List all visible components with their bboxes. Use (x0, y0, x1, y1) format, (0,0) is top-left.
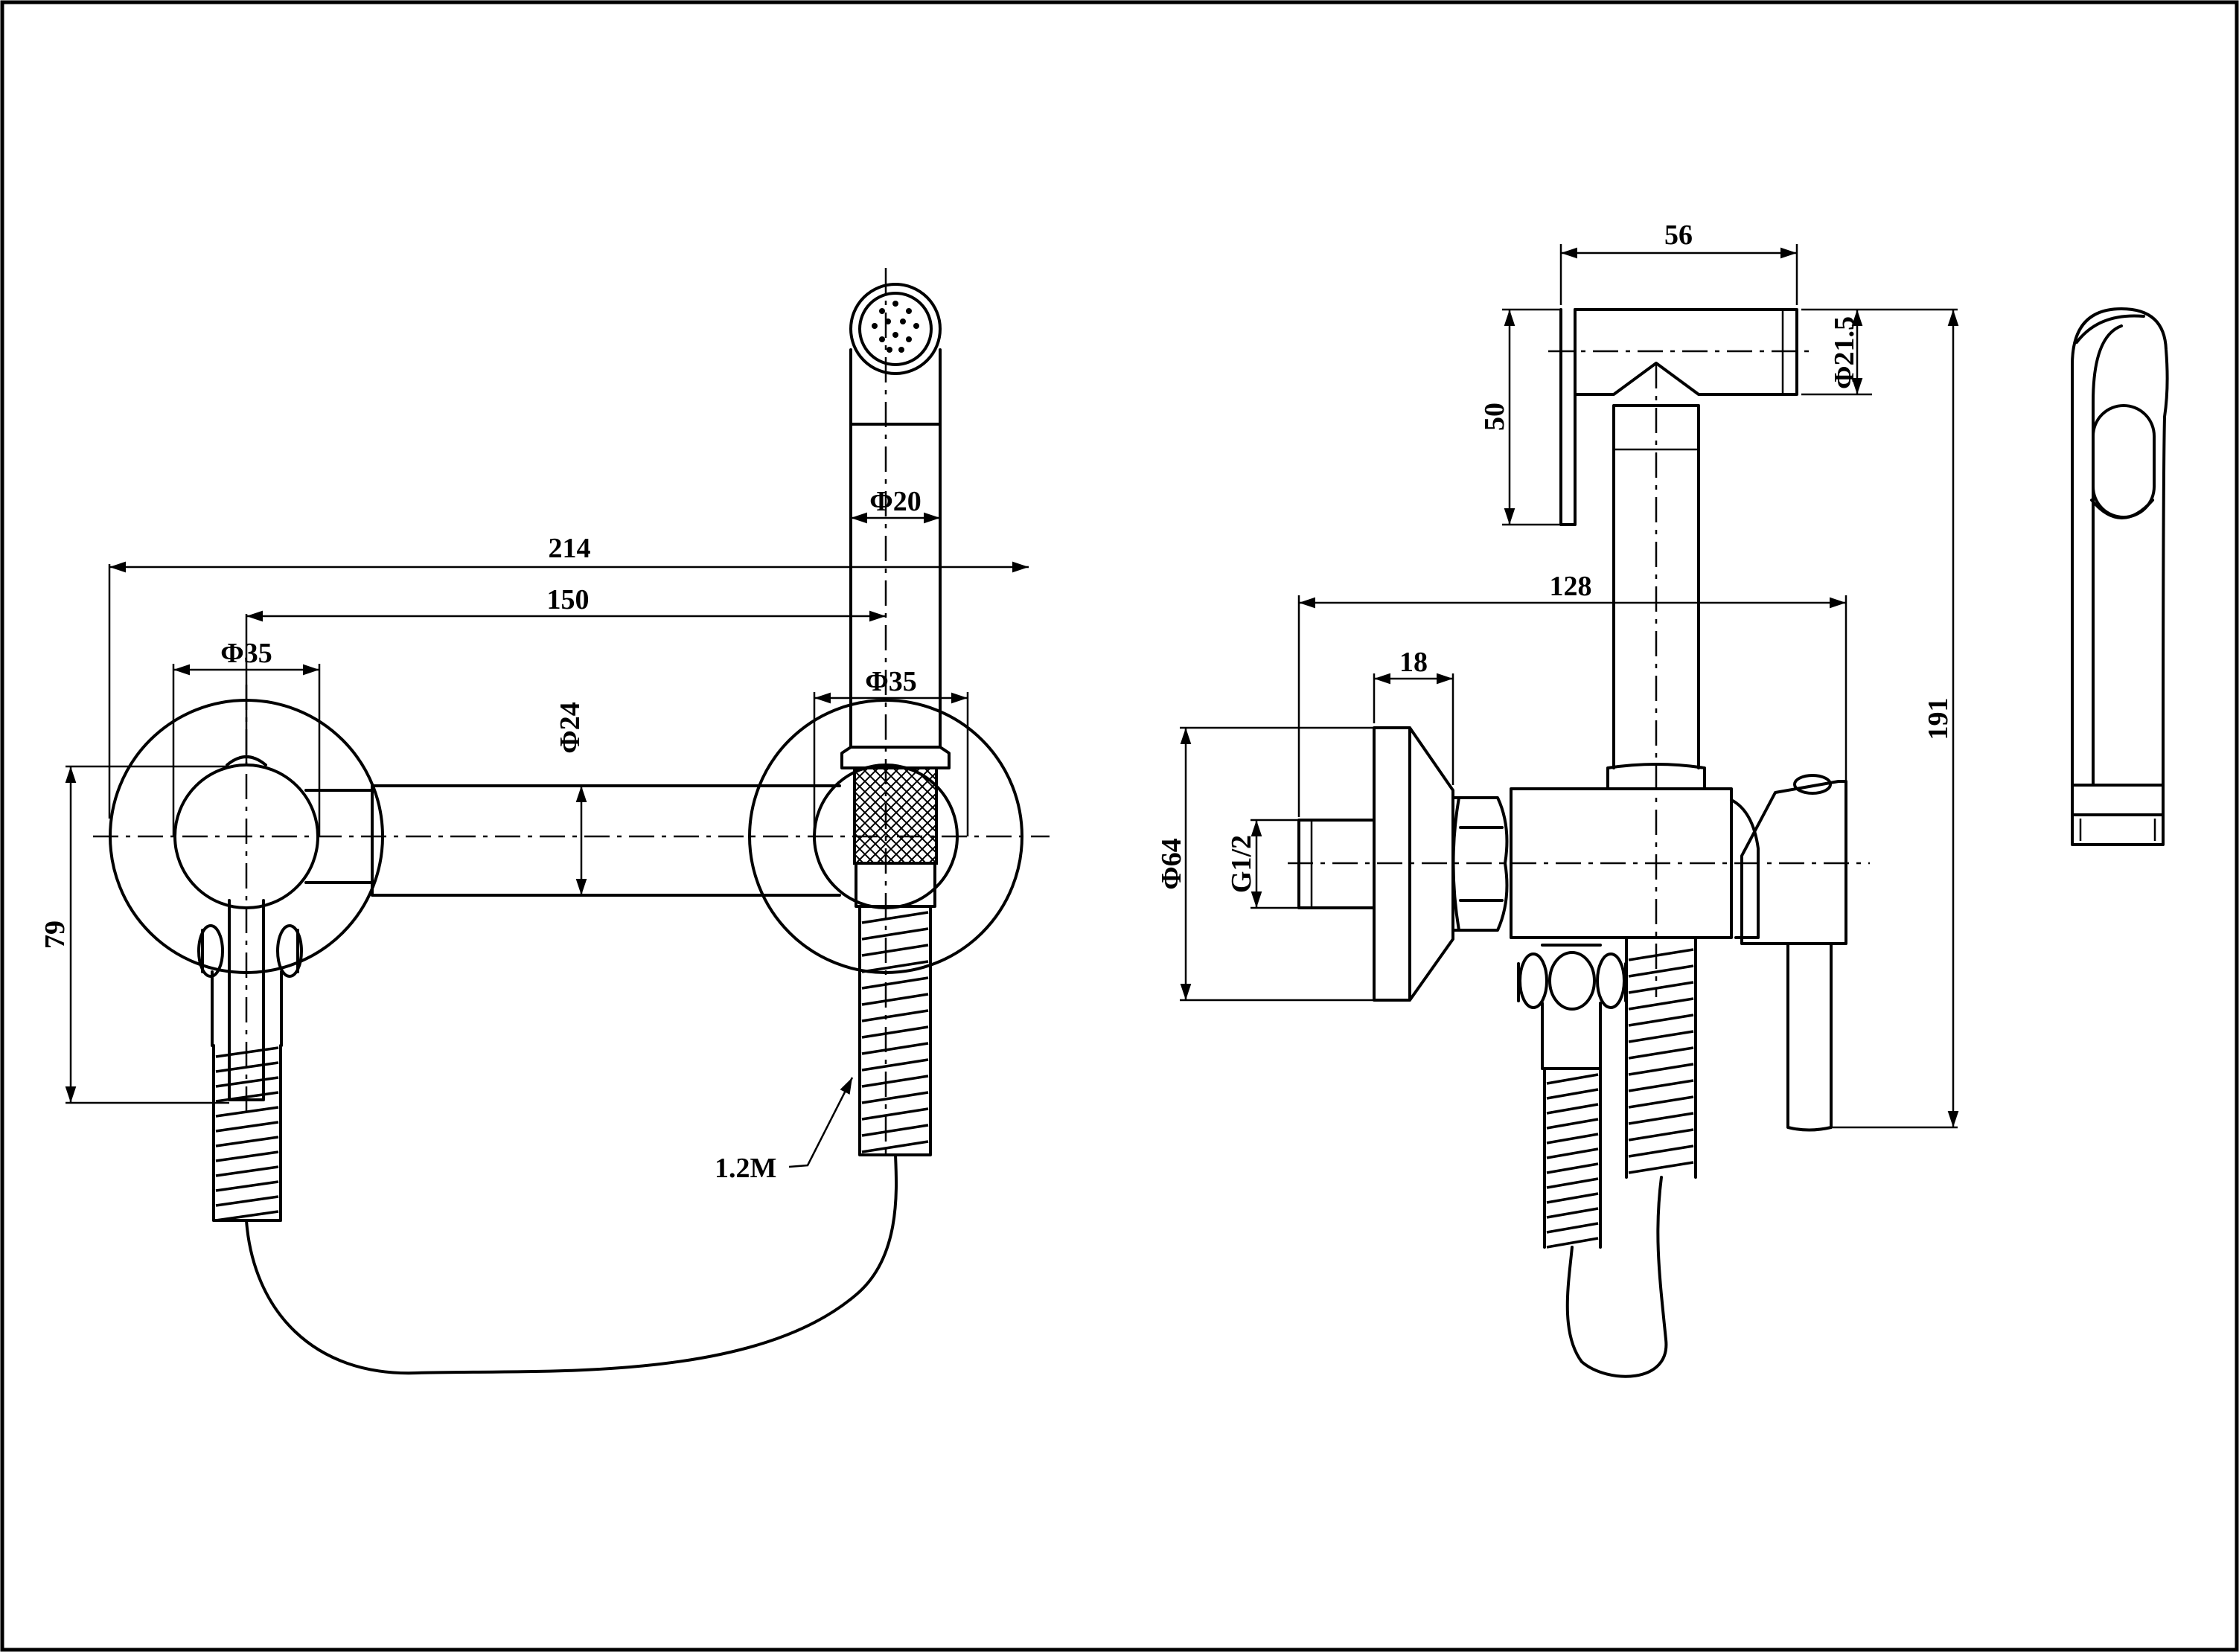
side-lever (1730, 798, 1760, 939)
right-hose (858, 905, 932, 1156)
side-view: 56 50 Φ21.5 191 128 18 Φ64 G1/ (1156, 220, 1959, 1378)
left-hose (212, 1044, 282, 1222)
hand-sprayer (840, 283, 951, 908)
sprayer-nozzle (849, 283, 942, 375)
dim-79-label: 79 (39, 921, 71, 949)
dim-214-label: 214 (549, 533, 591, 564)
lever-handle (228, 899, 265, 1101)
dim-18-label: 18 (1399, 647, 1428, 678)
knurled-grip (853, 766, 938, 865)
hose-length-leader (788, 1077, 854, 1168)
dim-valve-dia-label: Φ35 (220, 638, 272, 669)
dim-50-label: 50 (1479, 403, 1510, 431)
dim-191-label: 191 (1923, 698, 1954, 740)
hex-nut (1451, 796, 1509, 932)
sprayer-end-view (2071, 307, 2169, 846)
front-view: 214 150 Φ35 Φ35 Φ20 Φ24 79 1.2M (39, 268, 1050, 1375)
riser-pipe (1606, 404, 1706, 790)
hose-length-label: 1.2M (715, 1153, 776, 1184)
sprayer-base (2071, 784, 2165, 846)
dim-56-label: 56 (1664, 220, 1693, 251)
dim-128-label: 128 (1550, 571, 1592, 602)
dim-arm-dia-label: Φ24 (555, 702, 586, 754)
dim-thread-label: G1/2 (1226, 835, 1257, 893)
connecting-arm (304, 784, 841, 897)
sprayer-profile (2071, 307, 2169, 787)
sprayer-button (2092, 404, 2156, 519)
dim-150-label: 150 (547, 584, 590, 615)
side-hoses (1543, 938, 1697, 1378)
dim-sprayer-dia-label: Φ20 (869, 486, 922, 517)
spray-head (1574, 308, 1798, 396)
dim-holder-dia-label: Φ35 (865, 666, 917, 697)
dim-head-dia-label: Φ21.5 (1829, 316, 1860, 389)
hose-loop (245, 1153, 898, 1375)
dim-flange-dia-label: Φ64 (1156, 838, 1187, 890)
sprayer-shaft (849, 348, 942, 749)
